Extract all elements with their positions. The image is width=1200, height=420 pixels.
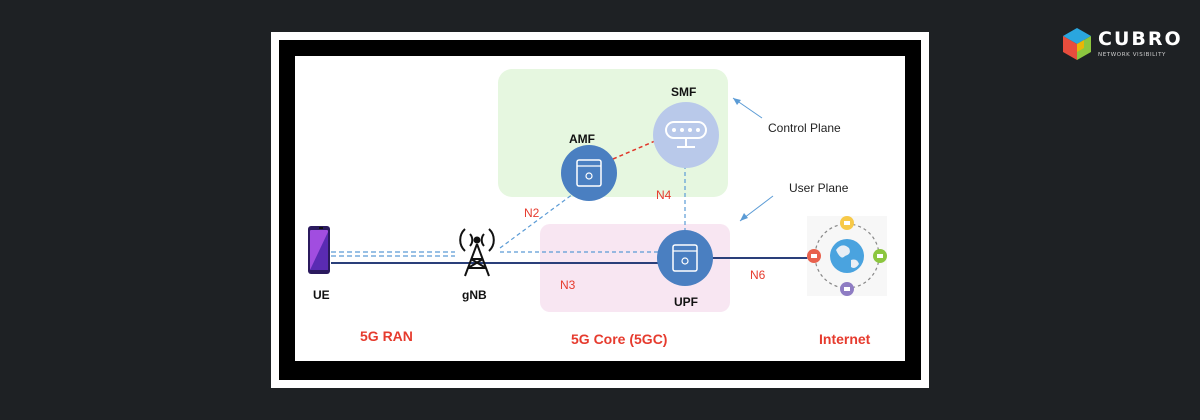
control-plane-region (498, 69, 728, 197)
n3-label: N3 (560, 278, 576, 292)
network-diagram: UE gNB AMF SMF UPF N2 N3 N4 N6 Control P… (308, 69, 887, 347)
ue-label: UE (313, 288, 330, 302)
amf-node (561, 145, 617, 201)
diagram-canvas: UE gNB AMF SMF UPF N2 N3 N4 N6 Control P… (295, 56, 905, 361)
gnb-label: gNB (462, 288, 487, 302)
user-plane-label: User Plane (789, 181, 849, 195)
brand-name: CUBRO (1098, 28, 1183, 50)
brand-tagline: NETWORK VISIBILITY (1098, 52, 1166, 58)
amf-smf-link (612, 140, 656, 160)
user-plane-arrowhead (740, 213, 748, 221)
n6-label: N6 (750, 268, 766, 282)
internet-globe-icon (807, 216, 887, 296)
image-frame-inner: UE gNB AMF SMF UPF N2 N3 N4 N6 Control P… (279, 40, 921, 380)
n4-label: N4 (656, 188, 672, 202)
n2-label: N2 (524, 206, 540, 220)
control-plane-arrowhead (733, 98, 741, 105)
smf-node (653, 102, 719, 168)
phone-icon (308, 226, 330, 274)
upf-label: UPF (674, 295, 698, 309)
upf-node (657, 230, 713, 286)
internet-section-label: Internet (819, 331, 871, 347)
control-plane-label: Control Plane (768, 121, 841, 135)
cube-logo-icon (1063, 28, 1091, 60)
core-section-label: 5G Core (5GC) (571, 331, 667, 347)
amf-label: AMF (569, 132, 595, 146)
smf-label: SMF (671, 85, 696, 99)
brand-logo: CUBRO NETWORK VISIBILITY (1060, 26, 1183, 66)
image-frame: UE gNB AMF SMF UPF N2 N3 N4 N6 Control P… (271, 32, 929, 388)
cell-tower-icon (459, 228, 495, 277)
ran-section-label: 5G RAN (360, 328, 413, 344)
n2-link (499, 193, 574, 249)
